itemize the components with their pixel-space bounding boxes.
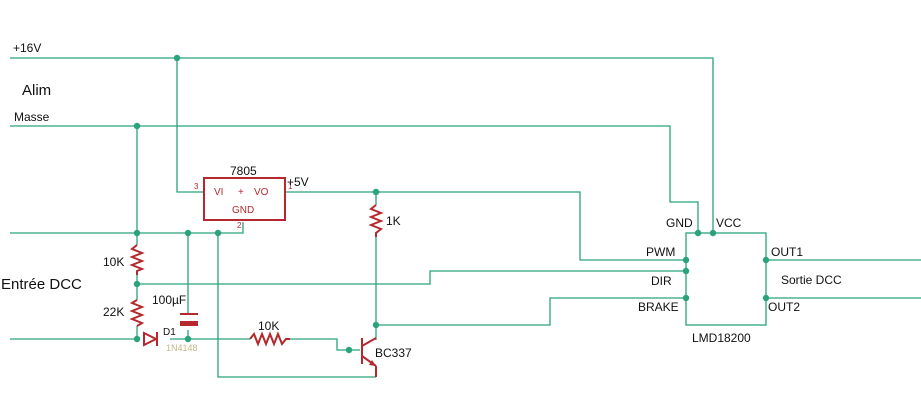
wire-plus16-rail xyxy=(10,57,714,233)
driver-out1-label: OUT1 xyxy=(771,245,803,259)
rail-plus16-label: +16V xyxy=(13,41,41,55)
regulator-body xyxy=(203,177,286,221)
junction xyxy=(184,335,192,343)
resistor-1k: 1K xyxy=(368,204,401,237)
resistor-zigzag xyxy=(249,331,290,347)
regulator-vi-label: VI xyxy=(214,187,223,198)
junctions xyxy=(133,54,770,354)
rail-masse-label: Masse xyxy=(14,110,50,124)
regulator-pin1: 1 xyxy=(288,182,293,191)
regulator-gnd-label: GND xyxy=(232,205,254,216)
junction xyxy=(133,335,141,343)
wire-plus5 xyxy=(285,191,686,261)
driver-body xyxy=(685,232,767,326)
driver-brake-label: BRAKE xyxy=(638,300,679,314)
transistor-name: BC337 xyxy=(375,346,412,360)
junction xyxy=(372,321,380,329)
regulator-plus: + xyxy=(238,187,244,198)
diode-name: D1 xyxy=(163,327,176,338)
driver-dir-label: DIR xyxy=(651,274,672,288)
driver-name: LMD18200 xyxy=(692,331,751,345)
junction xyxy=(133,122,141,130)
resistor-zigzag xyxy=(129,299,145,327)
resistor-1k-value: 1K xyxy=(386,214,401,228)
wire-gnd-to-emitter xyxy=(217,233,376,378)
driver-out2-label: OUT2 xyxy=(768,300,800,314)
diode-d1: D1 1N4148 xyxy=(143,327,198,353)
driver-pwm-label: PWM xyxy=(646,245,675,259)
transistor-collector xyxy=(361,337,377,347)
driver-vcc-label: VCC xyxy=(716,216,742,230)
capacitor-value: 100µF xyxy=(152,293,186,307)
transistor-bc337: BC337 xyxy=(361,337,412,377)
wires xyxy=(10,57,921,378)
junction xyxy=(214,229,222,237)
resistor-top-value: 10K xyxy=(103,255,124,269)
junction xyxy=(133,280,141,288)
regulator-pin3: 3 xyxy=(194,182,199,191)
regulator-name: 7805 xyxy=(230,164,257,178)
transistor-arrow xyxy=(369,360,376,366)
capacitor-plate-bottom xyxy=(180,321,198,326)
dcc-input-label: Entrée DCC xyxy=(1,276,82,293)
resistor-10k-top: 10K xyxy=(103,244,145,275)
resistor-zigzag xyxy=(129,244,145,275)
wire-masse-rail xyxy=(10,125,699,233)
junction xyxy=(133,229,141,237)
resistor-10k-base: 10K xyxy=(249,319,290,347)
regulator-vo-label: VO xyxy=(254,187,269,198)
diode-triangle xyxy=(143,331,159,347)
wire-gnd-line xyxy=(10,222,244,234)
wire-brake xyxy=(376,297,686,326)
driver-gnd-label: GND xyxy=(666,216,693,230)
resistor-22k: 22K xyxy=(103,299,145,327)
resistor-zigzag xyxy=(368,204,384,237)
junction xyxy=(345,346,353,354)
diode-part: 1N4148 xyxy=(166,343,198,353)
resistor-bottom-value: 22K xyxy=(103,305,124,319)
capacitor-100uf: 100µF xyxy=(152,293,198,326)
resistor-base-value: 10K xyxy=(258,319,279,333)
junction xyxy=(372,188,380,196)
regulator-7805: 7805 3 1 2 VI + VO GND +5V xyxy=(194,164,309,230)
power-section-label: Alim xyxy=(22,82,51,99)
wire-16v-to-vi xyxy=(176,58,204,193)
regulator-pin2: 2 xyxy=(237,221,242,230)
junction xyxy=(173,54,181,62)
junction xyxy=(184,229,192,237)
output-label: Sortie DCC xyxy=(781,273,842,287)
plus5-label: +5V xyxy=(287,175,309,189)
driver-lmd18200: GND VCC PWM DIR BRAKE OUT1 OUT2 LMD18200… xyxy=(638,216,842,345)
wire-dir xyxy=(137,270,686,285)
